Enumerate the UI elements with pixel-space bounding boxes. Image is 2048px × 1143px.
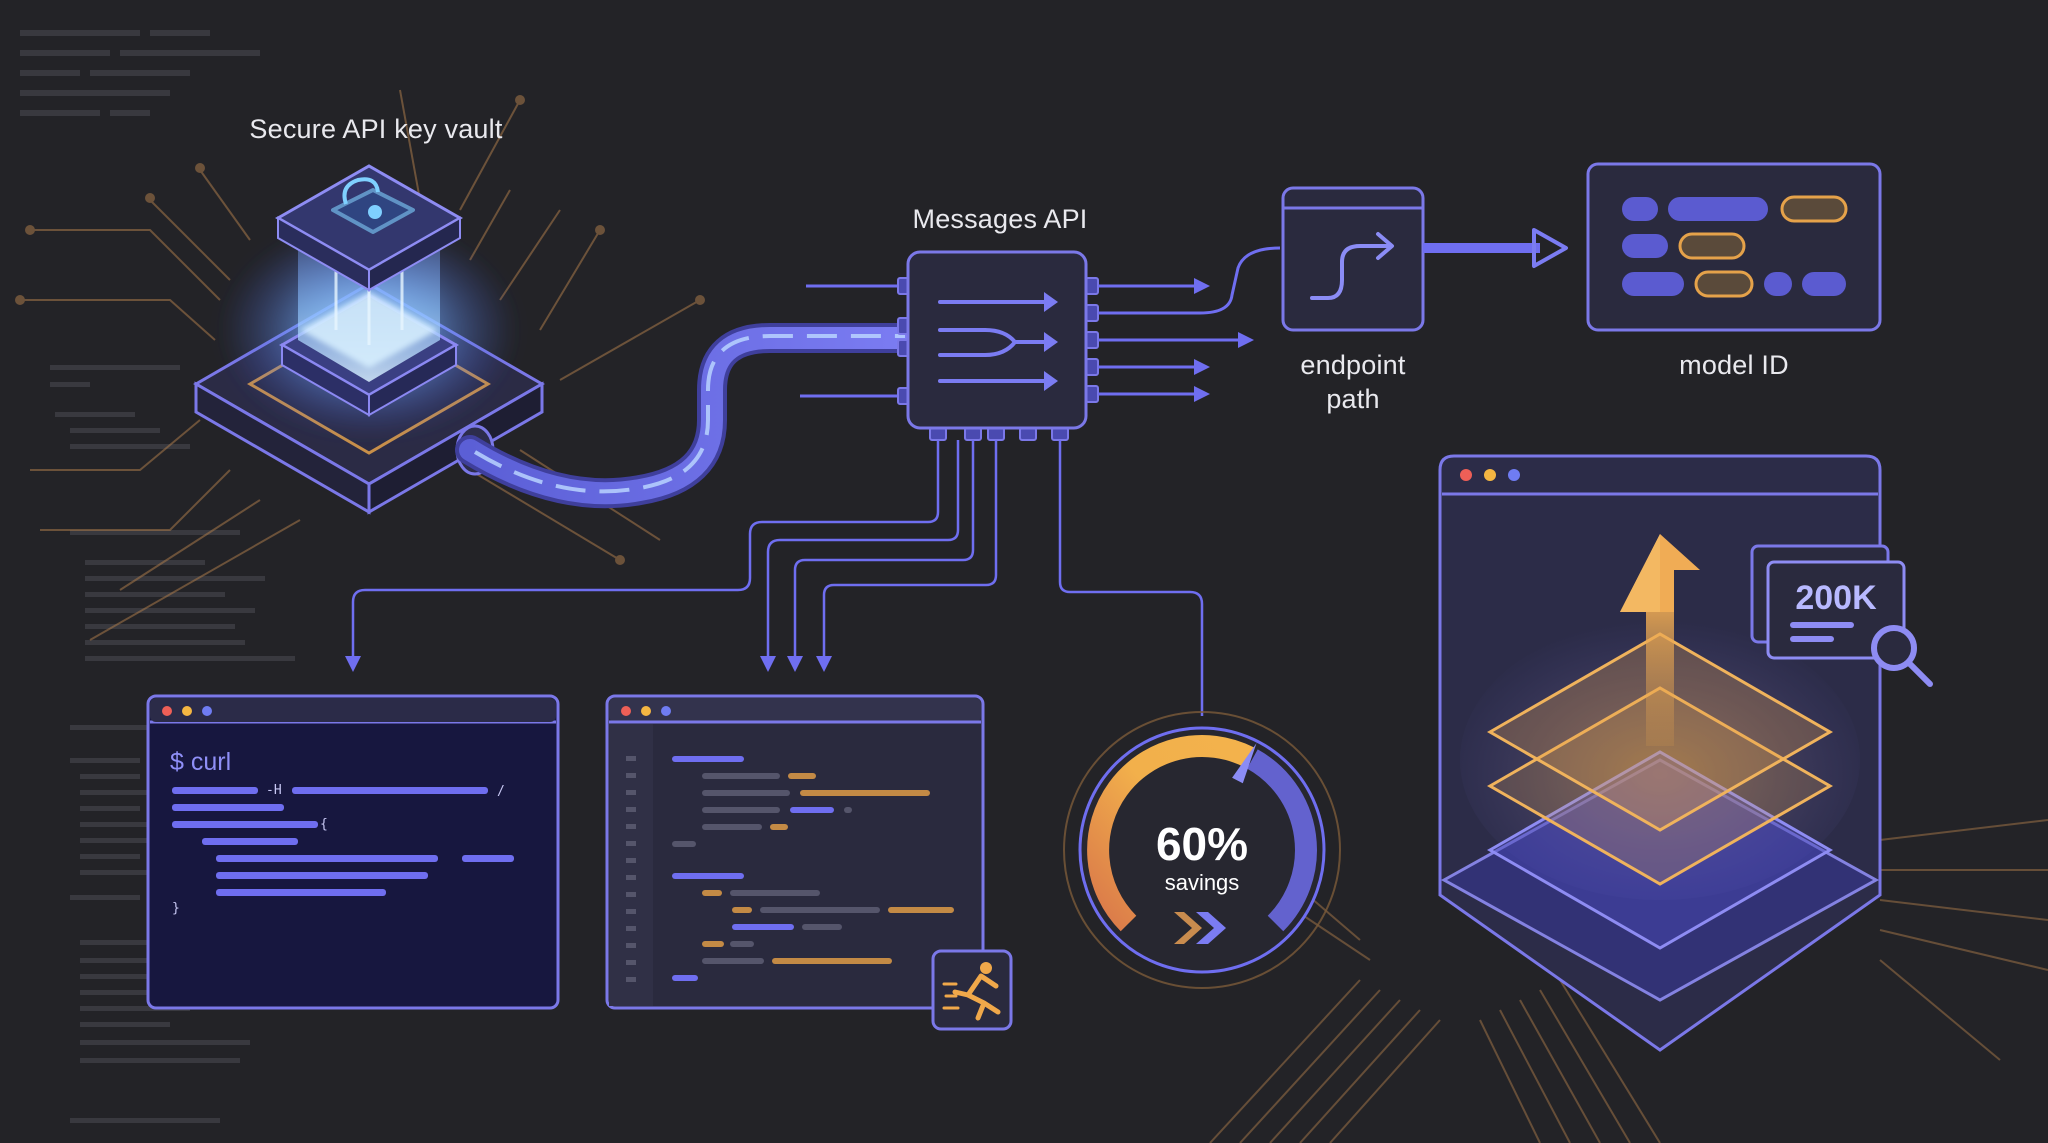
endpoint-path-box bbox=[1281, 186, 1425, 332]
vault-circuit-traces bbox=[15, 89, 705, 641]
model-id-label: model ID bbox=[1679, 350, 1789, 380]
context-size-badge: 200K bbox=[1750, 544, 1906, 660]
gauge-caption: savings bbox=[1165, 870, 1240, 895]
code-editor-window bbox=[605, 694, 1013, 1031]
route-arrow-icon bbox=[1310, 232, 1394, 300]
api-key-vault bbox=[193, 164, 545, 515]
vault-label: Secure API key vault bbox=[249, 114, 503, 144]
window-zoom-dot bbox=[202, 706, 212, 716]
background-code-texture bbox=[20, 30, 295, 1123]
json-open-brace: { bbox=[320, 817, 328, 832]
context-size-value: 200K bbox=[1795, 579, 1877, 617]
runner-icon bbox=[931, 949, 1013, 1031]
api-to-windows-lines bbox=[351, 440, 1204, 716]
lock-icon bbox=[331, 177, 415, 234]
messages-api-chip bbox=[800, 250, 1099, 441]
vault-to-api-pipe bbox=[455, 323, 920, 509]
up-arrow-icon bbox=[1620, 534, 1700, 746]
curl-terminal-window: $ curl -H / { } bbox=[146, 694, 560, 1010]
endpoint-label-line2: path bbox=[1326, 384, 1380, 414]
window-arrowheads bbox=[345, 656, 832, 672]
fast-forward-icon bbox=[1174, 912, 1226, 944]
terminal-prompt: $ curl bbox=[170, 748, 231, 776]
json-close-brace: } bbox=[172, 901, 180, 916]
curl-line-continuation: / bbox=[497, 784, 505, 799]
api-output-arrows bbox=[1098, 246, 1281, 396]
endpoint-label-line1: endpoint bbox=[1300, 350, 1406, 380]
window-minimize-dot bbox=[182, 706, 192, 716]
api-output-arrowheads bbox=[1194, 278, 1254, 402]
gauge-value: 60% bbox=[1156, 818, 1248, 870]
messages-api-label: Messages API bbox=[912, 204, 1088, 234]
endpoint-to-model-arrow bbox=[1423, 228, 1568, 268]
curl-header-flag: -H bbox=[266, 783, 282, 798]
magnifier-icon bbox=[1871, 625, 1933, 687]
savings-gauge: 60% savings bbox=[1063, 711, 1341, 989]
window-close-dot bbox=[162, 706, 172, 716]
model-id-card bbox=[1586, 162, 1882, 332]
context-window-panel: 200K bbox=[1438, 454, 1933, 1052]
